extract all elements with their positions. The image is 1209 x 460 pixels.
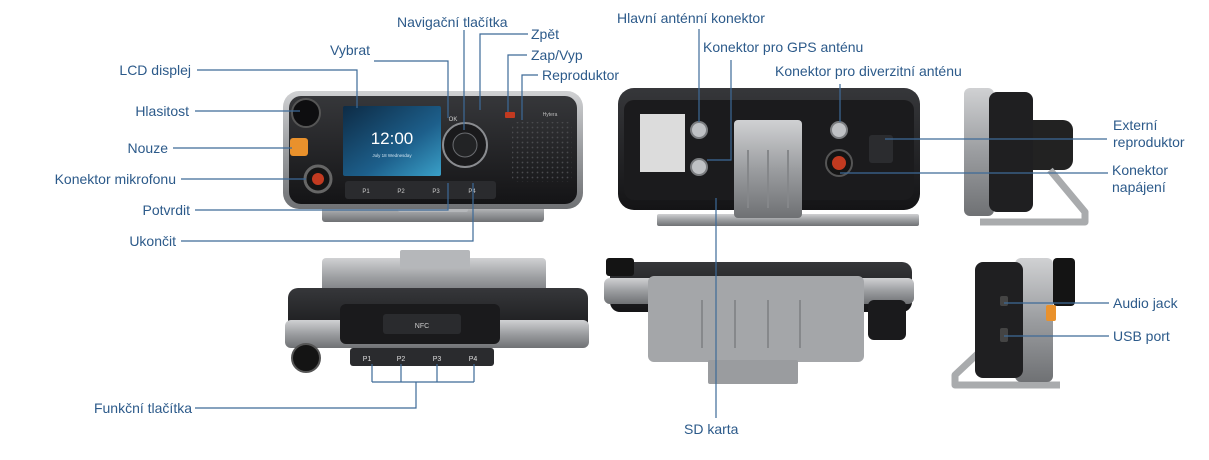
- label-power-connector: Konektor napájení: [1112, 162, 1169, 195]
- label-audio-jack: Audio jack: [1113, 295, 1178, 311]
- label-end: Ukončit: [129, 233, 176, 249]
- leader-function-keys: [195, 364, 475, 409]
- usb-port: [1000, 328, 1008, 342]
- label-gps-antenna: Konektor pro GPS anténu: [703, 39, 864, 55]
- side-right-knob: [1033, 120, 1073, 170]
- label-mic-connector: Konektor mikrofonu: [54, 171, 176, 187]
- label-power: Zap/Vyp: [531, 47, 583, 63]
- label-function-buttons: Funkční tlačítka: [93, 400, 192, 416]
- rear-label-sticker: [640, 114, 685, 172]
- external-speaker-port: [869, 135, 893, 163]
- label-select: Vybrat: [330, 42, 370, 58]
- bottom-bracket-mount: [400, 250, 470, 268]
- navigation-center: [452, 132, 478, 158]
- nfc-area: [383, 314, 461, 334]
- speaker-grill: [512, 122, 572, 182]
- leader-lines: [173, 29, 1109, 418]
- rear-power-connector-core: [832, 156, 846, 170]
- screen-date: July 18 Wednesday: [372, 153, 412, 158]
- front-key-strip: [345, 181, 496, 199]
- rear-bracket-base: [657, 214, 919, 226]
- bottom-key-p2: P2: [397, 356, 406, 363]
- lcd-screen: [343, 106, 441, 176]
- side-left-knob: [1053, 258, 1075, 306]
- diversity-antenna-connector: [830, 121, 848, 139]
- leader-power: [507, 54, 527, 112]
- bottom-key-p1: P1: [363, 356, 372, 363]
- front-key-p1: P1: [362, 189, 370, 195]
- audio-jack-port: [1000, 296, 1008, 306]
- top-knob: [606, 258, 634, 276]
- label-lcd-display: LCD displej: [119, 62, 191, 78]
- top-rear-cap: [868, 300, 906, 340]
- label-sd-card: SD karta: [684, 421, 739, 437]
- bottom-view: NFC P1 P2 P3 P4: [285, 250, 589, 373]
- label-speaker: Reproduktor: [542, 67, 620, 83]
- label-nav-buttons: Navigační tlačítka: [397, 14, 508, 30]
- bottom-key-strip: [350, 348, 494, 366]
- leader-confirm: [195, 183, 449, 211]
- leader-speaker: [521, 74, 538, 120]
- bottom-knob: [291, 343, 321, 373]
- label-external-speaker: Externí reproduktor: [1113, 117, 1185, 150]
- side-right-body: [989, 92, 1033, 212]
- mic-connector-core: [312, 173, 324, 185]
- rear-view: [618, 88, 920, 226]
- label-back: Zpět: [531, 26, 560, 42]
- side-right-frame: [964, 88, 994, 216]
- label-usb-port: USB port: [1113, 328, 1170, 344]
- leader-end: [181, 183, 474, 242]
- leader-select: [374, 60, 449, 118]
- front-view: 12:00 July 18 Wednesday OK Hytera P1 P2 …: [283, 91, 583, 222]
- leader-gps: [707, 60, 732, 161]
- label-volume: Hlasitost: [135, 103, 189, 119]
- leader-back: [479, 33, 528, 110]
- volume-knob: [291, 98, 321, 128]
- top-bracket: [648, 276, 864, 362]
- top-bracket-tab: [708, 360, 798, 384]
- side-left-emergency-key: [1046, 305, 1056, 321]
- front-key-p2: P2: [397, 189, 405, 195]
- top-bracket-ridges: [701, 300, 801, 348]
- nfc-label: NFC: [415, 323, 429, 330]
- top-view: [604, 258, 914, 384]
- side-left-body: [975, 262, 1023, 378]
- front-key-p3: P3: [432, 189, 440, 195]
- side-left-frame: [1015, 258, 1053, 382]
- label-main-antenna: Hlavní anténní konektor: [617, 10, 765, 26]
- right-side-view: [964, 88, 1089, 226]
- left-side-view: [951, 258, 1075, 389]
- bottom-key-p4: P4: [469, 356, 478, 363]
- label-diversity-antenna: Konektor pro diverzitní anténu: [775, 63, 962, 79]
- power-button: [505, 112, 515, 118]
- screen-time: 12:00: [371, 129, 414, 148]
- side-right-stand: [980, 167, 1089, 226]
- gps-antenna-connector: [690, 158, 708, 176]
- leader-lcd: [197, 69, 358, 108]
- front-key-p4: P4: [468, 189, 476, 195]
- label-confirm: Potvrdit: [142, 202, 190, 218]
- main-antenna-connector: [690, 121, 708, 139]
- label-emergency: Nouze: [127, 140, 168, 156]
- ok-key: OK: [449, 117, 458, 123]
- bottom-key-p3: P3: [433, 356, 442, 363]
- brand-logo: Hytera: [543, 112, 558, 118]
- rear-bracket-ridges: [747, 150, 789, 208]
- emergency-key: [290, 138, 308, 156]
